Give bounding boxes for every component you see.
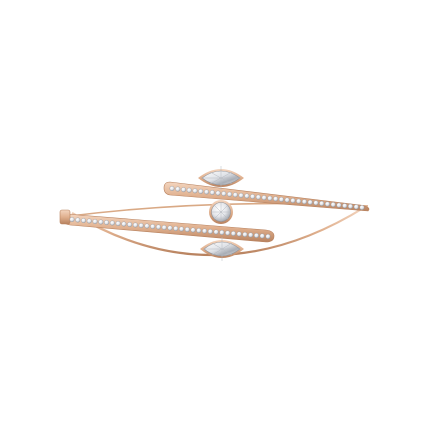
pave-stone xyxy=(98,219,104,225)
top-marquise-diamond xyxy=(198,166,244,190)
pave-stone xyxy=(155,224,161,230)
pave-stone xyxy=(196,228,202,233)
pave-stone xyxy=(273,196,279,202)
pave-stone xyxy=(353,204,359,210)
pave-stone xyxy=(215,190,221,196)
pave-stone xyxy=(307,199,313,205)
pave-stone xyxy=(313,200,319,206)
pave-stone xyxy=(324,201,330,207)
lower-pave-stones xyxy=(69,217,271,239)
pave-stone xyxy=(121,221,127,227)
pave-stone xyxy=(192,188,198,194)
pave-stone xyxy=(179,226,185,232)
pave-stone xyxy=(104,220,110,225)
pave-stone xyxy=(232,192,238,198)
pave-stone xyxy=(227,191,233,197)
pave-stone xyxy=(238,192,244,198)
upper-pave-bar xyxy=(163,181,370,212)
bracelet-end-cap xyxy=(59,209,71,225)
pave-stone xyxy=(301,199,307,205)
pave-stone xyxy=(132,222,138,228)
pave-stone xyxy=(296,198,302,204)
pave-stone xyxy=(255,194,261,200)
pave-stone xyxy=(253,233,259,238)
pave-stone xyxy=(330,202,336,208)
pave-stone xyxy=(173,226,179,231)
pave-stone xyxy=(265,234,271,239)
pave-stone xyxy=(127,222,133,227)
pave-stone xyxy=(284,197,290,203)
pave-stone xyxy=(115,221,121,226)
pave-stone xyxy=(169,186,175,191)
pave-stone xyxy=(190,227,196,233)
pave-stone xyxy=(186,187,192,193)
bottom-marquise-diamond xyxy=(200,237,244,261)
pave-stone xyxy=(250,194,256,200)
pave-stone xyxy=(267,195,273,201)
pave-stone xyxy=(244,193,250,199)
pave-stone xyxy=(150,224,156,229)
pave-stone xyxy=(184,227,190,232)
pave-stone xyxy=(109,220,115,226)
pave-stone xyxy=(248,232,254,238)
pave-stone xyxy=(167,225,173,231)
pave-stone xyxy=(198,188,204,194)
pave-stone xyxy=(342,203,348,209)
pave-stone xyxy=(213,229,219,235)
pave-stone xyxy=(209,190,215,196)
pave-stone xyxy=(86,218,92,224)
pave-stone xyxy=(348,203,353,209)
pave-stone xyxy=(181,187,186,193)
pave-stone xyxy=(359,205,365,210)
pave-stone xyxy=(207,229,213,234)
pave-stone xyxy=(261,195,267,201)
pave-stone xyxy=(319,200,325,206)
pave-stone xyxy=(175,186,181,192)
pave-stone xyxy=(92,219,98,224)
pave-stone xyxy=(75,217,81,223)
pave-stone xyxy=(225,230,231,236)
pave-stone xyxy=(236,231,242,237)
pave-stone xyxy=(336,202,342,208)
pave-stone xyxy=(144,223,150,229)
pave-stone xyxy=(81,218,87,223)
pave-stone xyxy=(138,223,144,228)
lower-pave-bar xyxy=(59,209,275,243)
upper-pave-stones xyxy=(169,186,365,210)
pave-stone xyxy=(259,233,265,239)
pave-stone xyxy=(219,230,225,235)
pave-stone xyxy=(242,232,248,237)
pave-stone xyxy=(202,228,208,234)
pave-stone xyxy=(161,225,167,230)
pave-stone xyxy=(278,196,284,202)
pave-stone xyxy=(69,217,75,222)
pave-stone xyxy=(290,198,296,204)
pave-stone xyxy=(204,189,210,195)
pave-stone xyxy=(221,191,227,197)
pave-stone xyxy=(230,231,236,236)
center-round-diamond xyxy=(209,200,233,224)
